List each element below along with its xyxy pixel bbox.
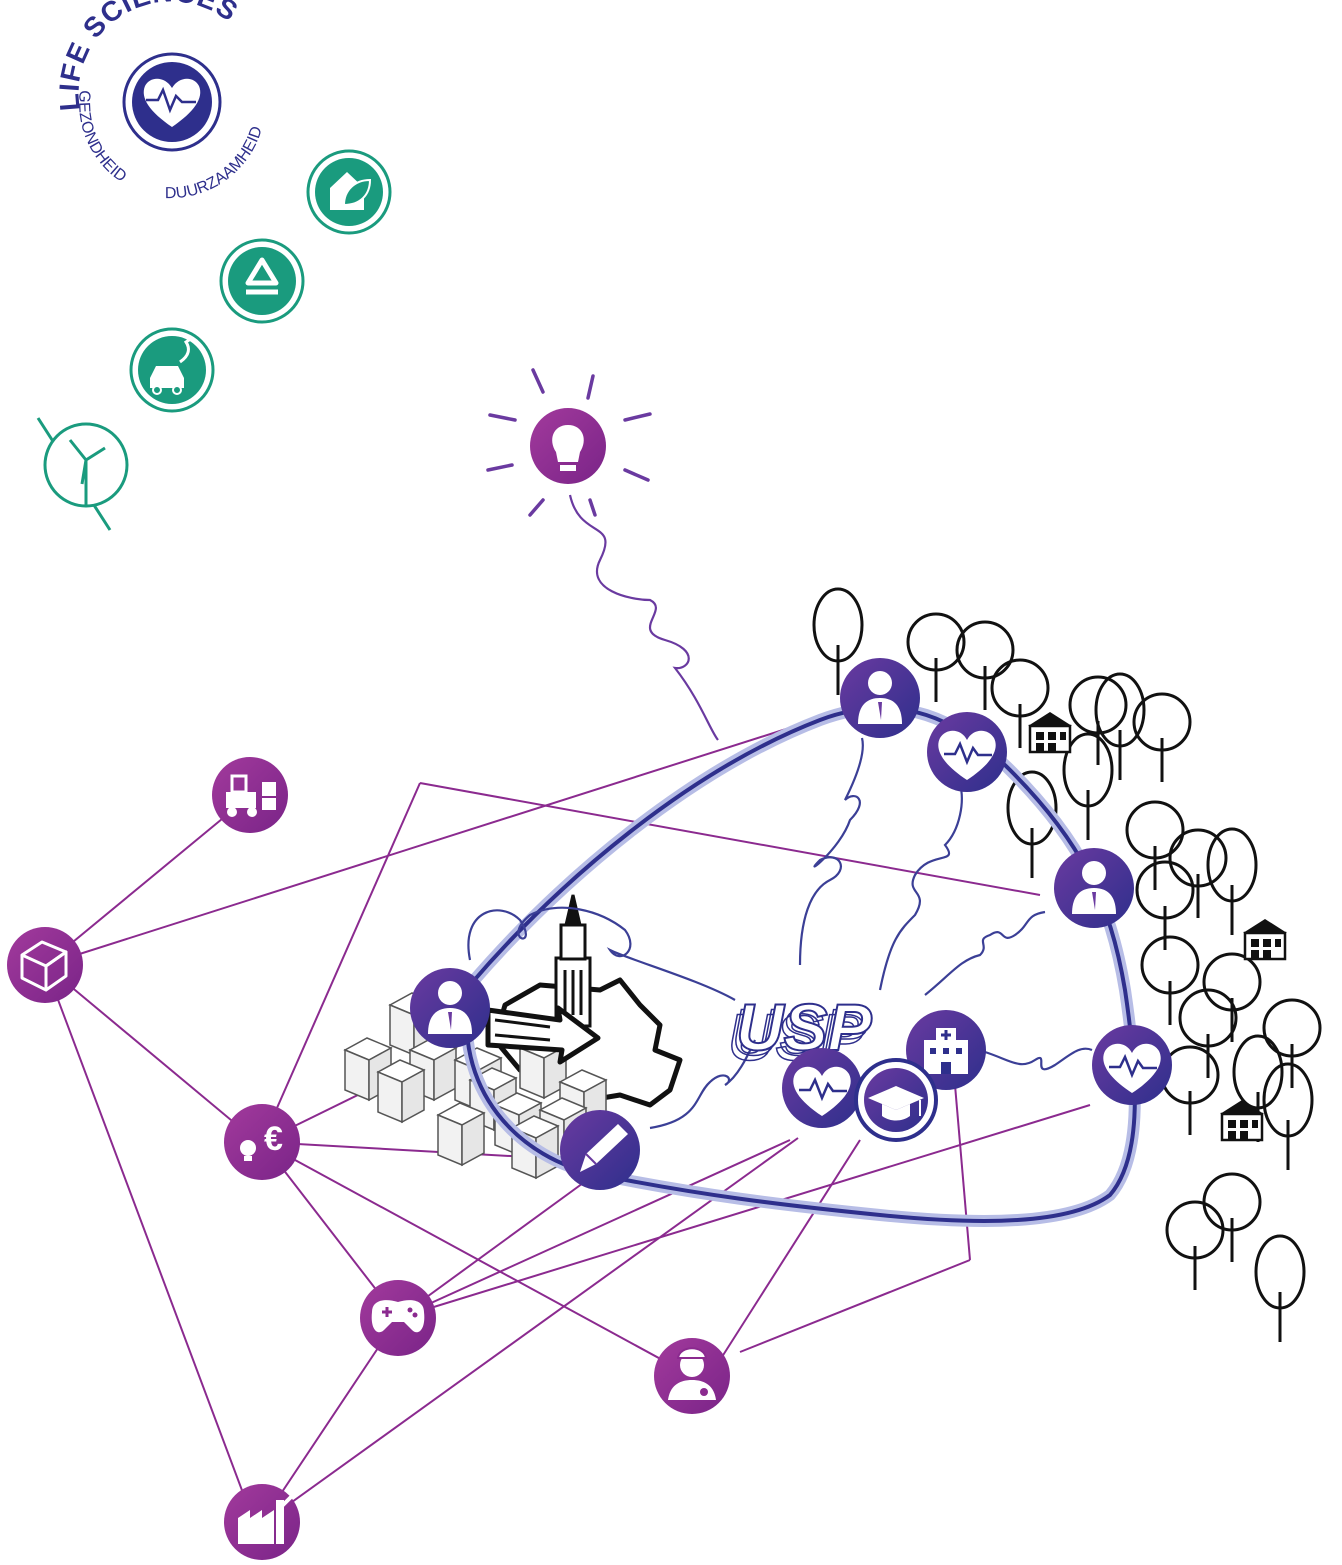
heart-pulse-icon <box>793 1066 851 1116</box>
node-heart-top <box>927 712 1007 792</box>
svg-text:€: € <box>264 1120 283 1158</box>
node-person-left <box>410 968 490 1048</box>
node-nurse <box>654 1338 730 1414</box>
person-icon <box>858 671 902 724</box>
heart-pulse-icon <box>938 730 996 780</box>
life-sciences-badge: LIFE SCIENCES GEZONDHEID DUURZAAMHEID <box>53 0 266 202</box>
wind-turbine-icon <box>36 417 129 531</box>
person-icon <box>428 981 472 1034</box>
node-graduation <box>854 1058 938 1142</box>
hospital-icon <box>924 1028 968 1074</box>
node-box <box>7 927 83 1003</box>
svg-text:GEZONDHEID: GEZONDHEID <box>75 90 130 186</box>
electric-car-icon <box>129 327 215 413</box>
recycle-icon <box>219 238 305 324</box>
heart-pulse-icon <box>1103 1043 1161 1093</box>
nurse-icon <box>668 1347 716 1400</box>
dom-tower <box>554 894 592 1028</box>
person-icon <box>1072 861 1116 914</box>
node-euro-bulb: € <box>224 1104 300 1180</box>
graduation-cap-icon <box>868 1086 924 1121</box>
curly-connectors <box>467 494 1093 1130</box>
network-lines <box>44 714 1091 1526</box>
node-factory <box>224 1484 300 1560</box>
arrow-graphic <box>485 1005 601 1065</box>
forklift-icon <box>226 774 276 817</box>
pencil-icon <box>580 1124 628 1172</box>
factory-icon <box>238 1494 294 1544</box>
node-gamepad <box>360 1280 436 1356</box>
gamepad-icon <box>371 1300 425 1333</box>
house-leaf-icon <box>306 149 392 235</box>
euro-lightbulb-icon: € <box>240 1120 283 1161</box>
node-pencil <box>560 1110 640 1190</box>
node-heart-usp <box>782 1048 862 1128</box>
node-hospital <box>906 1010 986 1090</box>
node-person-top <box>840 658 920 738</box>
node-forklift <box>212 757 288 833</box>
node-person-right <box>1054 848 1134 928</box>
box-icon <box>20 940 68 992</box>
lightbulb-icon <box>486 368 652 517</box>
badge-left-text: GEZONDHEID <box>75 90 130 186</box>
node-heart-right <box>1092 1025 1172 1105</box>
sustainability-icons <box>36 149 392 531</box>
